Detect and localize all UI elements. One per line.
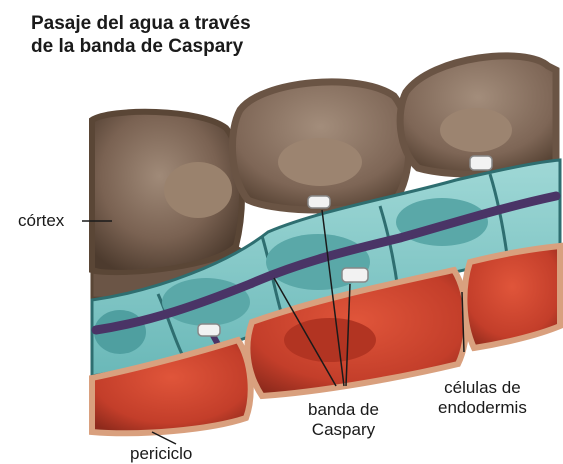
pericycle-cell — [464, 246, 560, 348]
caspary-band — [470, 156, 492, 170]
label-banda-caspary: banda de Caspary — [308, 400, 379, 440]
label-banda-line-2: Caspary — [308, 420, 379, 440]
label-banda-line-1: banda de — [308, 400, 379, 420]
pericycle-nucleus — [284, 318, 376, 362]
label-celulas-line-2: endodermis — [438, 398, 527, 418]
caspary-band — [198, 324, 220, 336]
cortex-nucleus — [278, 138, 362, 186]
label-cortex: córtex — [18, 211, 64, 231]
caspary-band — [342, 268, 368, 282]
diagram-title: Pasaje del agua a través de la banda de … — [31, 12, 251, 58]
cortex-nucleus — [440, 108, 512, 152]
title-line-1: Pasaje del agua a través — [31, 12, 251, 35]
title-line-2: de la banda de Caspary — [31, 35, 251, 58]
caspary-band — [308, 196, 330, 208]
label-celulas-endodermis: células de endodermis — [438, 378, 527, 418]
cortex-nucleus — [164, 162, 232, 218]
label-periciclo: periciclo — [130, 444, 192, 464]
label-celulas-line-1: células de — [438, 378, 527, 398]
